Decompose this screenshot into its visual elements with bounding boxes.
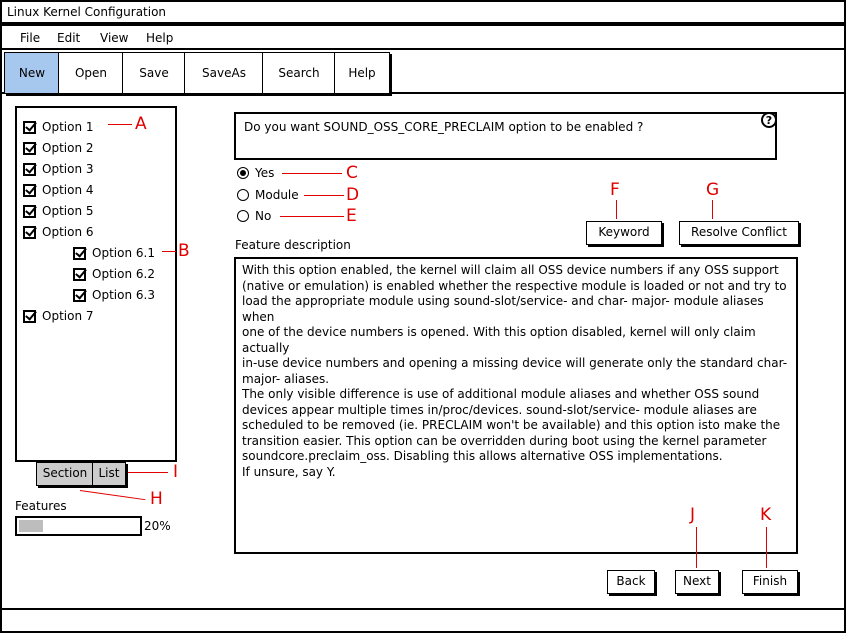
description-text: With this option enabled, the kernel wil…: [242, 263, 788, 479]
tree-item[interactable]: Option 7: [23, 307, 94, 325]
tree-item[interactable]: Option 2: [23, 139, 94, 157]
radio-dot[interactable]: [237, 210, 249, 222]
tree-item-label: Option 2: [42, 141, 94, 155]
tree-item-label: Option 6.1: [92, 246, 155, 260]
annotation-line: [282, 173, 342, 174]
radio-dot[interactable]: [237, 189, 249, 201]
annotation-line: [766, 527, 767, 568]
annotation-line: [696, 527, 697, 568]
features-label: Features: [15, 499, 67, 513]
checkbox-checked[interactable]: [73, 267, 86, 281]
checkbox-checked[interactable]: [73, 246, 86, 260]
checkbox-checked[interactable]: [23, 141, 36, 155]
tree-item[interactable]: Option 6.2: [73, 265, 155, 283]
annotation-j: J: [690, 505, 696, 525]
window-title: Linux Kernel Configuration: [7, 5, 167, 19]
annotation-b: B: [178, 241, 190, 261]
checkbox-checked[interactable]: [23, 162, 36, 176]
features-percent: 20%: [144, 519, 171, 533]
question-box: Do you want SOUND_OSS_CORE_PRECLAIM opti…: [234, 112, 777, 160]
tab-list[interactable]: List: [92, 462, 126, 486]
annotation-line: [79, 490, 146, 501]
tree-item[interactable]: Option 6.1: [73, 244, 155, 262]
radio-yes[interactable]: Yes: [237, 166, 274, 180]
annotation-line: [108, 124, 132, 125]
tree-item-label: Option 6: [42, 225, 94, 239]
annotation-d: D: [346, 185, 360, 205]
annotation-line: [162, 251, 176, 252]
description-box: With this option enabled, the kernel wil…: [234, 257, 798, 554]
open-button[interactable]: Open: [58, 52, 124, 94]
progress-fill: [19, 520, 43, 532]
help-button[interactable]: Help: [334, 52, 390, 94]
tree-item-label: Option 6.2: [92, 267, 155, 281]
status-bar: [0, 608, 846, 633]
radio-dot-selected[interactable]: [237, 167, 249, 179]
help-icon[interactable]: ?: [761, 112, 777, 128]
saveas-button[interactable]: SaveAs: [184, 52, 264, 94]
keyword-button[interactable]: Keyword: [586, 221, 662, 245]
annotation-i: I: [173, 462, 179, 482]
tree-item[interactable]: Option 6: [23, 223, 94, 241]
annotation-a: A: [135, 114, 147, 134]
checkbox-checked[interactable]: [73, 288, 86, 302]
checkbox-checked[interactable]: [23, 120, 36, 134]
radio-no[interactable]: No: [237, 209, 271, 223]
back-button[interactable]: Back: [607, 570, 655, 594]
tree-item[interactable]: Option 1: [23, 118, 94, 136]
question-text: Do you want SOUND_OSS_CORE_PRECLAIM opti…: [244, 120, 644, 134]
tree-item[interactable]: Option 3: [23, 160, 94, 178]
tree-item[interactable]: Option 5: [23, 202, 94, 220]
next-button[interactable]: Next: [675, 570, 719, 594]
radio-label: Module: [255, 188, 299, 202]
tree-item-label: Option 6.3: [92, 288, 155, 302]
option-tree: Option 1 Option 2 Option 3 Option 4 Opti…: [15, 106, 177, 462]
finish-button[interactable]: Finish: [742, 570, 798, 594]
save-button[interactable]: Save: [122, 52, 186, 94]
tab-section[interactable]: Section: [36, 462, 94, 486]
annotation-h: H: [150, 489, 163, 509]
annotation-line: [304, 195, 344, 196]
tree-item[interactable]: Option 4: [23, 181, 94, 199]
tree-item-label: Option 1: [42, 120, 94, 134]
new-button[interactable]: New: [4, 52, 60, 94]
checkbox-checked[interactable]: [23, 225, 36, 239]
checkbox-checked[interactable]: [23, 309, 36, 323]
description-label: Feature description: [235, 238, 351, 252]
menu-bar: File Edit View Help: [0, 24, 846, 50]
features-progress-bar: [15, 516, 142, 536]
annotation-line: [128, 472, 168, 473]
annotation-g: G: [706, 180, 720, 200]
checkbox-checked[interactable]: [23, 204, 36, 218]
annotation-line: [712, 200, 713, 219]
tree-item-label: Option 7: [42, 309, 94, 323]
annotation-e: E: [346, 206, 357, 226]
tree-item-label: Option 3: [42, 162, 94, 176]
menu-file[interactable]: File: [20, 31, 41, 45]
tree-item-label: Option 5: [42, 204, 94, 218]
radio-label: No: [255, 209, 272, 223]
annotation-c: C: [346, 163, 358, 183]
menu-edit[interactable]: Edit: [57, 31, 81, 45]
radio-label: Yes: [255, 166, 275, 180]
tree-item[interactable]: Option 6.3: [73, 286, 155, 304]
checkbox-checked[interactable]: [23, 183, 36, 197]
radio-module[interactable]: Module: [237, 188, 299, 202]
tree-item-label: Option 4: [42, 183, 94, 197]
annotation-line: [280, 216, 344, 217]
menu-help[interactable]: Help: [146, 31, 174, 45]
annotation-k: K: [760, 505, 772, 525]
annotation-line: [616, 200, 617, 219]
toolbar: New Open Save SaveAs Search Help: [0, 50, 846, 94]
resolve-conflict-button[interactable]: Resolve Conflict: [679, 221, 799, 245]
title-bar: Linux Kernel Configuration: [0, 0, 846, 24]
annotation-f: F: [610, 180, 620, 200]
search-button[interactable]: Search: [262, 52, 336, 94]
menu-view[interactable]: View: [100, 31, 129, 45]
